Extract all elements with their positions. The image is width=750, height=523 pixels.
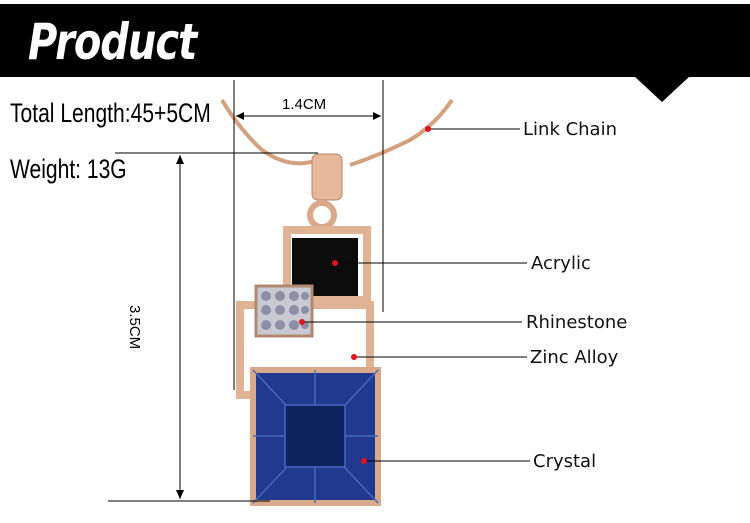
weight-spec: Weight: 13G [10,154,127,184]
dimension-lines [108,80,384,502]
crystal-facets [252,369,379,504]
total-length-spec: Total Length:45+5CM [10,98,211,128]
callout-markers [299,126,431,464]
jump-ring [307,200,337,230]
label-zinc-alloy: Zinc Alloy [530,347,619,368]
width-dimension: 1.4CM [282,96,327,113]
label-crystal: Crystal [533,451,597,472]
height-dimension: 3.5CM [126,305,143,350]
page-title: Product [28,14,197,72]
bail [311,153,343,201]
link-chain [220,98,454,167]
label-acrylic: Acrylic [531,253,591,274]
callout-lines [302,128,530,462]
label-link-chain: Link Chain [523,119,617,140]
header-banner [0,4,750,77]
rhinestones [261,291,309,330]
banner-notch [634,76,690,102]
dimension-arrows [176,112,381,499]
label-rhinestone: Rhinestone [526,312,628,333]
